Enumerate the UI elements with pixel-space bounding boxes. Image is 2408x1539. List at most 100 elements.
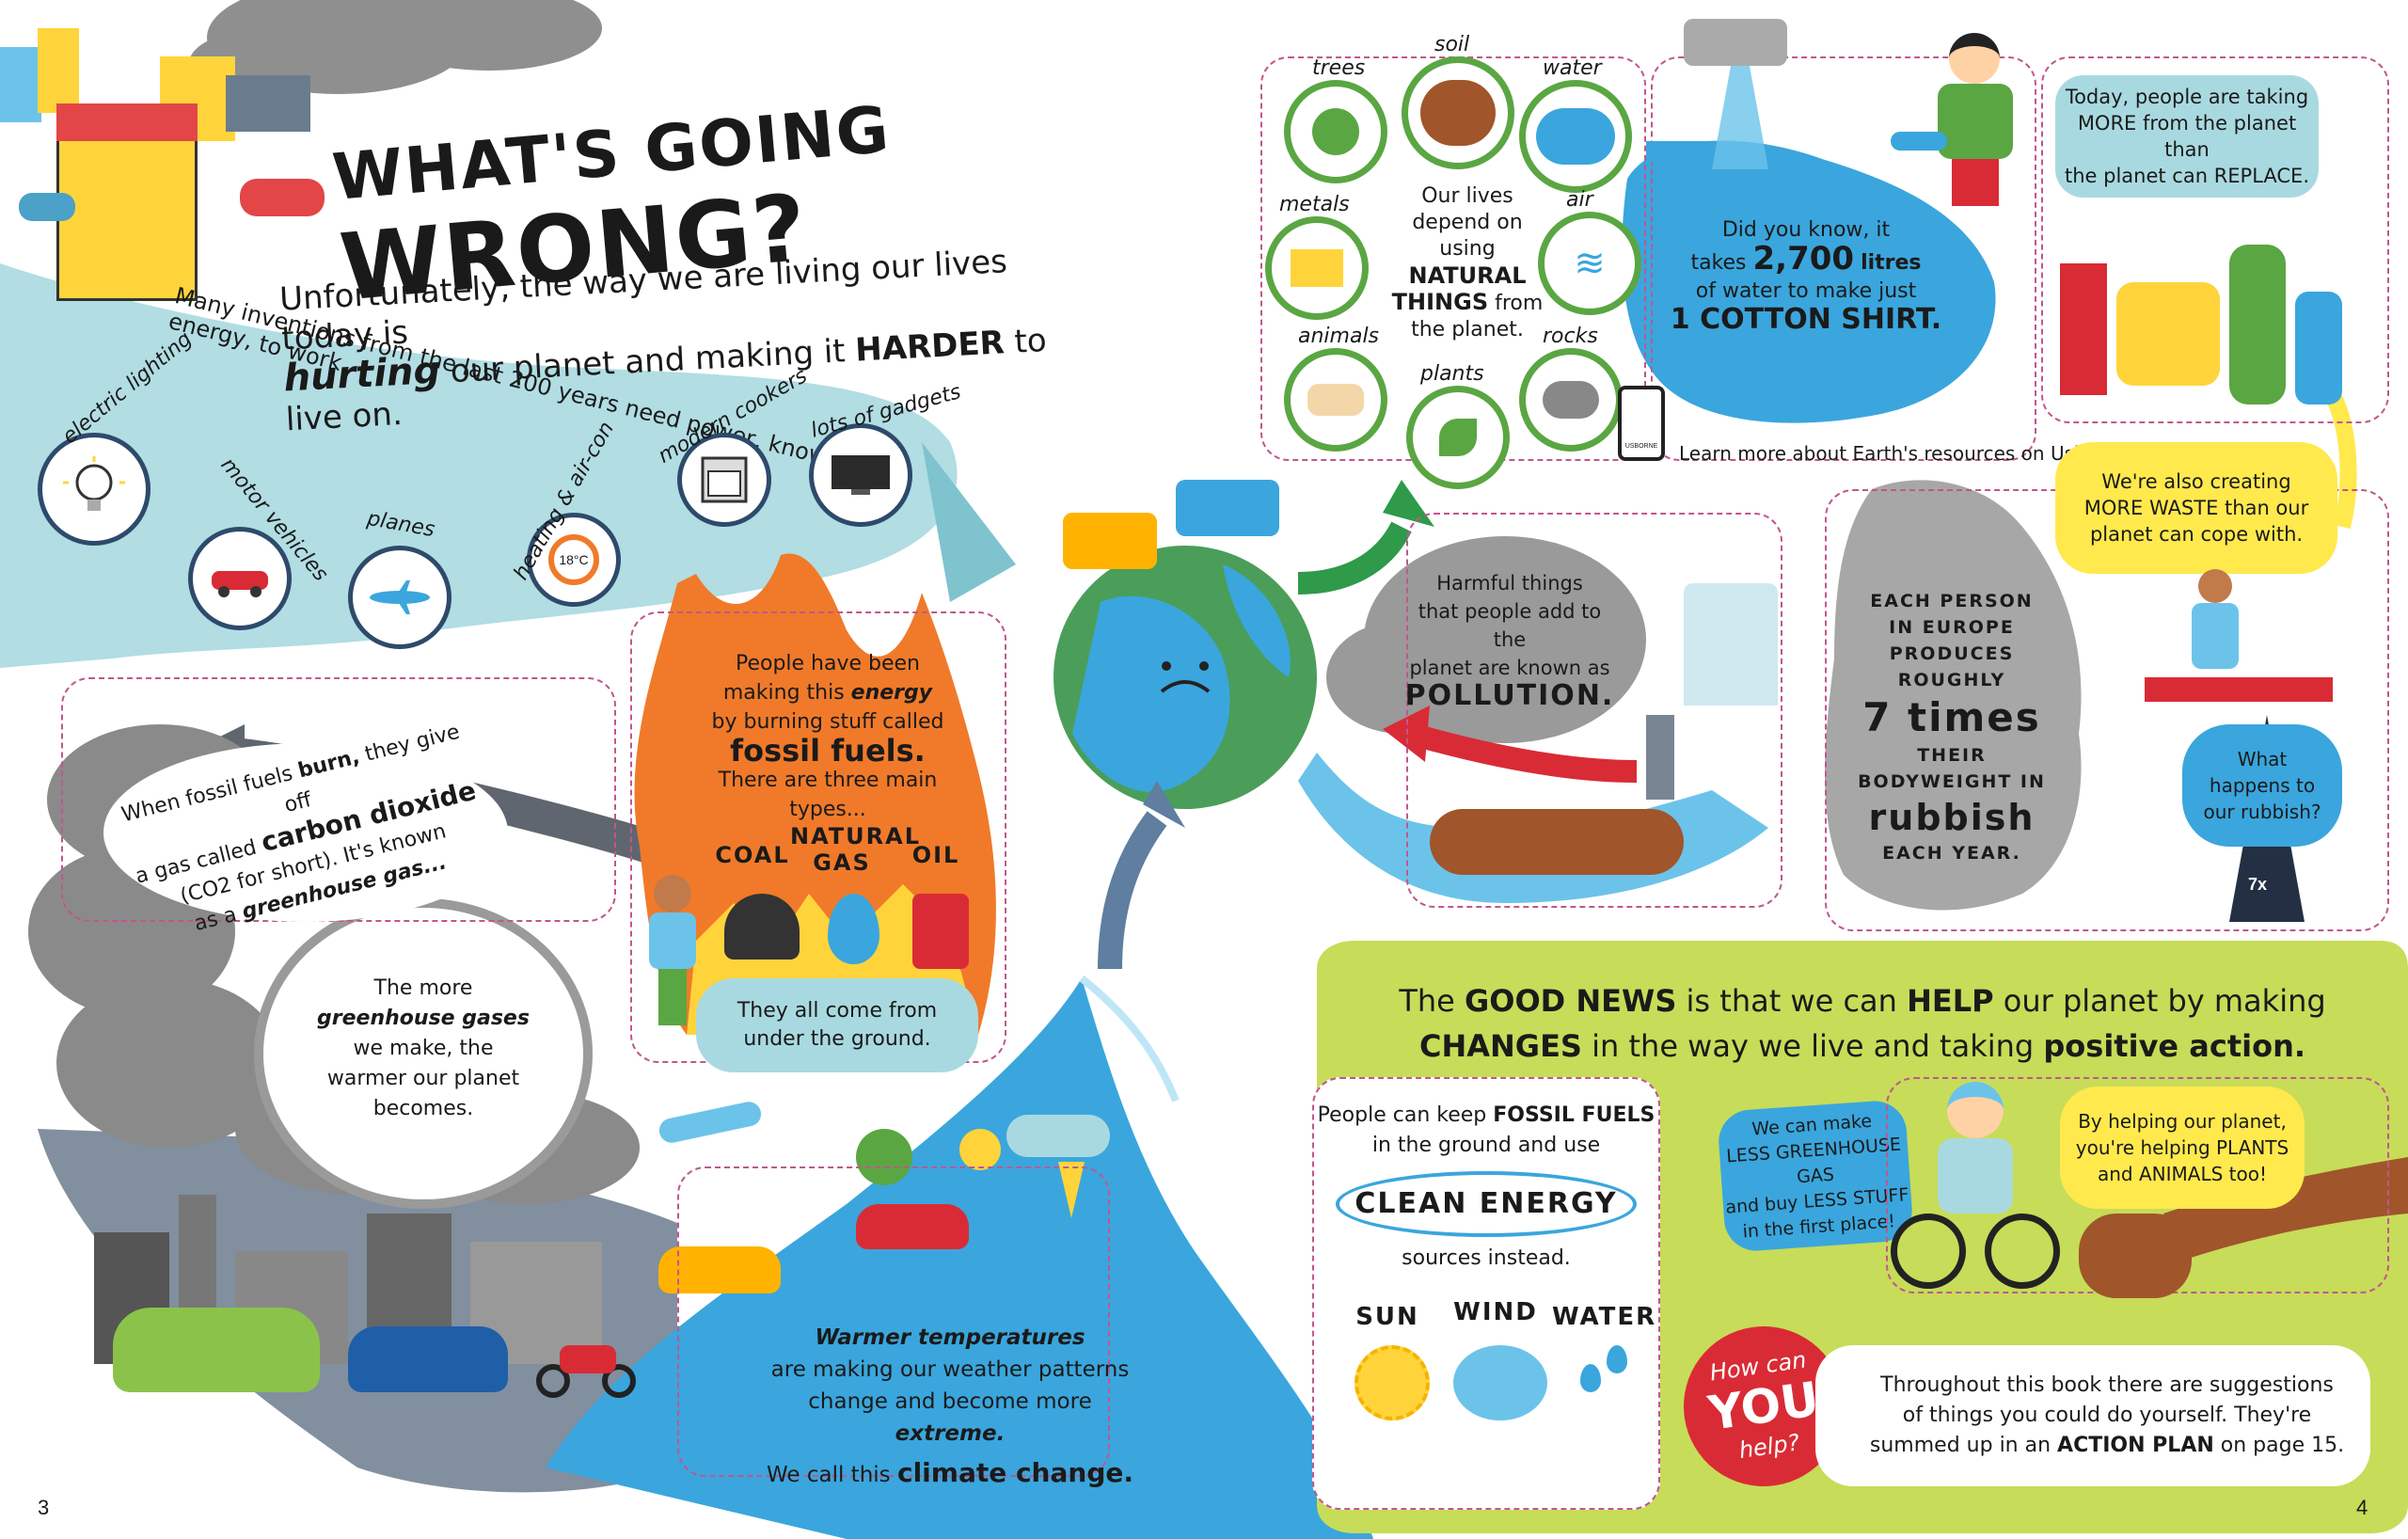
excavator-icon bbox=[1176, 480, 1279, 536]
clean-energy-panel-border bbox=[1312, 1077, 1660, 1510]
question-line-1: What bbox=[2237, 748, 2288, 770]
sun-source-icon bbox=[1354, 1345, 1430, 1420]
natural-things: THINGS bbox=[1391, 289, 1489, 315]
intro-harder: HARDER bbox=[854, 324, 1006, 370]
light-bulb-icon bbox=[38, 433, 150, 546]
trees-icon bbox=[1284, 80, 1387, 183]
source-wind-label: WIND bbox=[1453, 1298, 1538, 1326]
pollution-line-3: planet are known as bbox=[1409, 657, 1610, 679]
gn-changes: CHANGES bbox=[1418, 1028, 1582, 1064]
storm-cloud-icon bbox=[1006, 1115, 1110, 1157]
water-pipe-icon bbox=[1646, 141, 1712, 162]
lightning-icon bbox=[1058, 1162, 1085, 1218]
arrow-to-boy-icon bbox=[1891, 132, 1947, 151]
water-text: Did you know, it takes 2,700 litres of w… bbox=[1656, 216, 1956, 334]
water-litres: litres bbox=[1861, 251, 1922, 275]
water-line-2: takes 2,700 litres bbox=[1656, 243, 1956, 278]
gn-in-the-way: in the way we live and taking bbox=[1592, 1028, 2035, 1064]
metals-icon bbox=[1265, 216, 1369, 320]
water-takes: takes bbox=[1690, 251, 1747, 275]
label-water: water bbox=[1543, 56, 1602, 80]
coal-icon bbox=[724, 894, 800, 960]
greenhouse-line-2: greenhouse gases bbox=[317, 1007, 530, 1030]
clean-energy-text: People can keep FOSSIL FUELS in the grou… bbox=[1317, 1101, 1656, 1161]
waste-pipe-icon bbox=[1646, 715, 1674, 800]
monkey-icon bbox=[2079, 1214, 2192, 1298]
question-line-3: our rubbish? bbox=[2203, 801, 2321, 823]
tablet-label: USBORNE bbox=[1624, 443, 1658, 450]
gn-help: HELP bbox=[1907, 983, 1994, 1019]
water-icon bbox=[1519, 80, 1632, 193]
soil-icon bbox=[1402, 56, 1514, 169]
gn-we-can: is that we can bbox=[1686, 983, 1897, 1019]
question-line-2: happens to bbox=[2209, 774, 2316, 797]
power-plant-icon bbox=[1684, 583, 1778, 706]
city-illustration bbox=[0, 19, 325, 301]
fossil-text-2: making this energy bbox=[687, 678, 969, 707]
fuel-label-coal: COAL bbox=[715, 842, 790, 868]
resources-line-1: Today, people are taking bbox=[2065, 86, 2309, 108]
fossil-text-2a: making this bbox=[722, 681, 845, 705]
waste-bubble-line-2: MORE WASTE than our bbox=[2083, 497, 2309, 519]
blue-car-icon bbox=[348, 1326, 508, 1392]
waste-bubble-line-1: We're also creating bbox=[2101, 470, 2291, 493]
waste-bubble: We're also creating MORE WASTE than our … bbox=[2055, 442, 2337, 574]
shopping-family-illustration bbox=[2060, 226, 2380, 414]
label-soil: soil bbox=[1434, 33, 1470, 56]
fossil-text-1: People have been bbox=[735, 652, 921, 675]
rubbish-line-7: EACH YEAR. bbox=[1882, 843, 2021, 864]
clean-line-3: sources instead. bbox=[1402, 1246, 1571, 1270]
tablet-icon[interactable]: USBORNE bbox=[1618, 386, 1665, 461]
greenhouse-line-4: warmer our planet bbox=[326, 1067, 520, 1090]
fossil-text-3: by burning stuff called bbox=[711, 710, 944, 734]
natural-line-4: THINGS from bbox=[1387, 289, 1547, 317]
sun-icon bbox=[959, 1129, 1001, 1170]
rubbish-line-3: PRODUCES ROUGHLY bbox=[1889, 643, 2015, 690]
action-plan[interactable]: ACTION PLAN bbox=[2057, 1434, 2214, 1457]
page-number-right: 4 bbox=[2356, 1496, 2368, 1519]
label-metals: metals bbox=[1279, 193, 1350, 216]
rubbish-question: What happens to our rubbish? bbox=[2182, 724, 2342, 847]
co2-bubble bbox=[103, 743, 508, 922]
tree-icon bbox=[856, 1129, 912, 1185]
co2-line-4a: as a bbox=[192, 902, 240, 937]
climate-line-3: change and become more extreme. bbox=[752, 1386, 1148, 1450]
motorbike-icon bbox=[536, 1336, 640, 1402]
animals-icon bbox=[1284, 348, 1387, 452]
greenhouse-line-5: becomes. bbox=[372, 1097, 474, 1120]
helping-line-1: By helping our planet, bbox=[2078, 1110, 2287, 1133]
natural-line-5: the planet. bbox=[1411, 318, 1524, 341]
fossil-text-energy: energy bbox=[850, 681, 933, 705]
oven-icon bbox=[677, 433, 771, 527]
underground-text: They all come from under the ground. bbox=[737, 999, 938, 1051]
tv-icon bbox=[809, 423, 912, 527]
good-news-heading: The GOOD NEWS is that we can HELP our pl… bbox=[1336, 978, 2389, 1069]
clean-line-1: People can keep FOSSIL FUELS bbox=[1317, 1101, 1656, 1131]
clean-fossil: FOSSIL FUELS bbox=[1493, 1103, 1656, 1127]
gas-flame-icon bbox=[828, 894, 879, 964]
pollution-line-2: that people add to the bbox=[1418, 600, 1602, 651]
good-news-line-2: CHANGES in the way we live and taking po… bbox=[1336, 1023, 2389, 1069]
climate-line-1: Warmer temperatures bbox=[815, 1325, 1085, 1350]
action-line-1: Throughout this book there are suggestio… bbox=[1880, 1373, 2334, 1397]
gn-the: The bbox=[1399, 983, 1455, 1019]
underground-note: They all come from under the ground. bbox=[696, 978, 978, 1072]
fuel-label-oil: OIL bbox=[911, 842, 960, 868]
label-plants: plants bbox=[1420, 362, 1484, 386]
climate-extreme: extreme. bbox=[895, 1421, 1006, 1446]
rubbish-cloud-text: EACH PERSON IN EUROPE PRODUCES ROUGHLY 7… bbox=[1839, 588, 2065, 866]
water-line-3: of water to make just bbox=[1695, 279, 1917, 303]
green-car-icon bbox=[113, 1308, 320, 1392]
water-drops-icon bbox=[1580, 1345, 1637, 1402]
thermostat-icon: 18°C bbox=[527, 513, 621, 607]
boy-with-bottle bbox=[1938, 33, 2013, 212]
boy-on-bike bbox=[1891, 1082, 2060, 1298]
energy-item-lighting bbox=[38, 433, 150, 546]
rubbish-line-2: IN EUROPE bbox=[1889, 617, 2015, 638]
rubbish-line-6: rubbish bbox=[1868, 797, 2036, 838]
climate-change: climate change. bbox=[896, 1457, 1133, 1488]
fossil-fuels-text: People have been making this energy by b… bbox=[687, 649, 969, 824]
resources-line-2: MORE from the planet than bbox=[2077, 112, 2297, 161]
water-line-1: Did you know, it bbox=[1721, 218, 1891, 242]
climate-line-2: are making our weather patterns bbox=[770, 1357, 1130, 1382]
